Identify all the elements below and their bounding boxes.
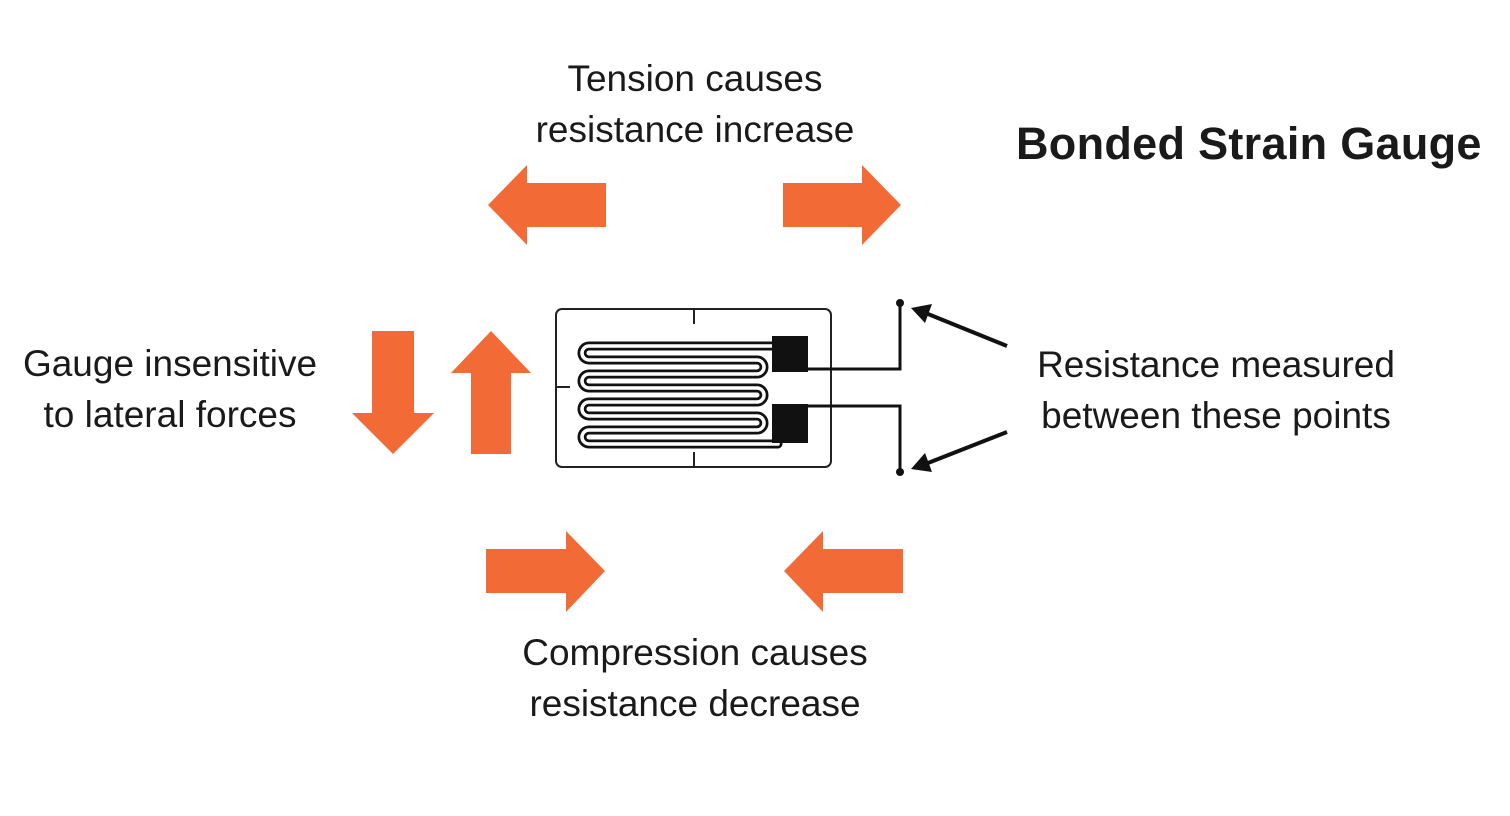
pointer-line-top	[927, 312, 1008, 348]
tension-caption-line-1: Tension causes	[567, 58, 823, 99]
tension-caption-line-2: resistance increase	[535, 109, 855, 150]
gauge-grid-inner	[580, 344, 780, 446]
compression-caption-line-1: Compression causes	[522, 632, 868, 673]
pointer-line-bottom	[927, 430, 1008, 465]
tension-arrow-right	[783, 165, 901, 245]
measurement-point-bottom	[896, 468, 904, 476]
measurement-point-top	[896, 299, 904, 307]
diagram-title: Bonded Strain Gauge	[1016, 118, 1482, 169]
lateral-arrow-down	[352, 331, 434, 454]
pointer-head-top	[911, 304, 932, 323]
lead-wire-bottom	[808, 404, 902, 472]
pointer-head-bottom	[911, 453, 932, 472]
lead-wire-top	[808, 303, 902, 371]
strain-gauge	[555, 308, 832, 468]
compression-arrow-left	[486, 531, 605, 612]
lateral-arrow-up	[451, 331, 531, 454]
lateral-caption-line-2: to lateral forces	[43, 394, 297, 435]
compression-arrow-right	[784, 531, 903, 612]
solder-tab-top	[772, 336, 808, 372]
compression-caption-line-2: resistance decrease	[529, 683, 861, 724]
resistance-caption-line-2: between these points	[1041, 395, 1391, 436]
lateral-caption: Gauge insensitive to lateral forces	[0, 338, 340, 440]
lateral-caption-line-1: Gauge insensitive	[22, 343, 318, 384]
resistance-caption-line-1: Resistance measured	[1037, 344, 1395, 385]
tension-arrow-left	[488, 165, 606, 245]
tension-caption: Tension causes resistance increase	[490, 53, 900, 155]
compression-caption: Compression causes resistance decrease	[470, 627, 920, 729]
resistance-caption: Resistance measured between these points	[1010, 339, 1422, 441]
solder-tab-bottom	[772, 404, 808, 443]
